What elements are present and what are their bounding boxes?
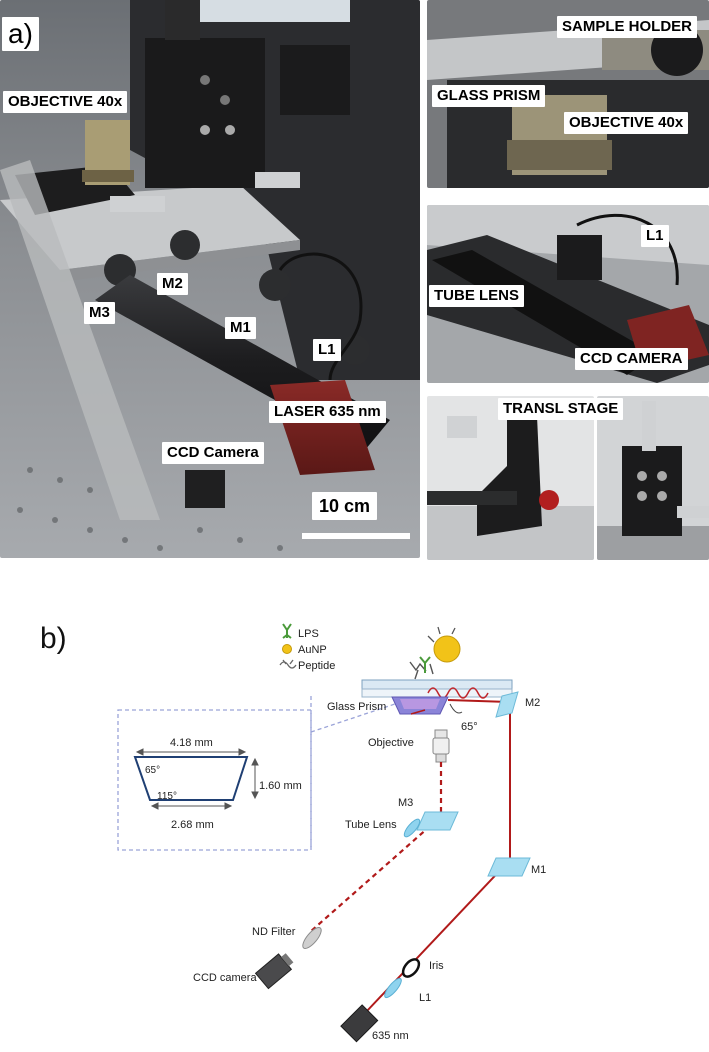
- nd-filter-optic: [302, 927, 322, 949]
- photo-label-m2: M2: [157, 273, 188, 295]
- inset-bottom-left-illustration: [427, 396, 594, 560]
- photo-label-objective: OBJECTIVE 40x: [3, 91, 128, 113]
- inset-bottom-right-illustration: [597, 396, 709, 560]
- panel-b-letter: b): [40, 622, 67, 655]
- label-m3: M3: [398, 797, 414, 809]
- inset-top-illustration: [427, 0, 709, 188]
- photo-label-m3: M3: [84, 302, 115, 324]
- angle-arc: [449, 703, 463, 714]
- inset-photo-stage-left: [427, 396, 594, 560]
- legend-lps: LPS: [298, 628, 319, 640]
- aunp-icon: [282, 644, 292, 654]
- dim-angle-top: 65°: [145, 765, 161, 776]
- photo-scale-label: 10 cm: [312, 492, 378, 520]
- inset-label-sample-holder: SAMPLE HOLDER: [557, 16, 698, 38]
- photo-a-panel-letter: a): [2, 17, 39, 51]
- photo-label-laser: LASER 635 nm: [269, 401, 386, 423]
- label-m1: M1: [531, 864, 547, 876]
- mirror-m1: [487, 857, 531, 877]
- inset-label-transl-stage: TRANSL STAGE: [498, 398, 624, 420]
- sample-slide: [361, 679, 513, 690]
- dim-top: 4.18 mm: [170, 737, 213, 749]
- label-objective: Objective: [368, 737, 414, 749]
- dim-bottom: 2.68 mm: [171, 819, 214, 831]
- peptide-icon: [279, 659, 297, 669]
- label-nd-filter: ND Filter: [252, 926, 296, 938]
- ccd-camera-icon: [254, 953, 294, 990]
- iris-optic: [401, 958, 421, 978]
- label-angle: 65°: [461, 721, 478, 733]
- label-iris: Iris: [429, 960, 444, 972]
- lps-icon: [282, 623, 292, 639]
- prism-cross-section: [133, 756, 249, 801]
- mirror-m2: [495, 691, 519, 718]
- photo-label-m1: M1: [225, 317, 256, 339]
- inset-label-ccd-camera: CCD CAMERA: [575, 348, 688, 370]
- lens-l1-optic: [384, 977, 402, 999]
- label-laser: 635 nm: [372, 1030, 409, 1042]
- laser-source-icon: [340, 1004, 379, 1043]
- optical-setup-diagram: [117, 623, 531, 1043]
- photo-label-ccd: CCD Camera: [162, 442, 264, 464]
- inset-label-objective: OBJECTIVE 40x: [564, 112, 689, 134]
- main-photo-illustration: [0, 0, 420, 558]
- mirror-m3: [416, 811, 459, 831]
- photo-label-l1: L1: [313, 339, 341, 361]
- inset-label-glass-prism: GLASS PRISM: [432, 85, 546, 107]
- inset-label-l1: L1: [641, 225, 669, 247]
- label-ccd-camera: CCD camera: [193, 972, 257, 984]
- dim-height: 1.60 mm: [259, 780, 302, 792]
- legend-aunp: AuNP: [298, 644, 327, 656]
- label-m2: M2: [525, 697, 541, 709]
- inset-photo-sample-holder: SAMPLE HOLDER GLASS PRISM OBJECTIVE 40x: [427, 0, 709, 188]
- label-l1: L1: [419, 992, 432, 1004]
- excitation-beam-upper: [447, 699, 511, 703]
- inset-label-tube-lens: TUBE LENS: [429, 285, 525, 307]
- photo-scale-bar: [302, 533, 410, 539]
- reflected-beam: [410, 709, 426, 715]
- legend-peptide: Peptide: [298, 660, 336, 672]
- label-glass-prism: Glass Prism: [327, 701, 387, 713]
- detection-path-diagonal: [309, 819, 438, 933]
- dim-angle-bottom: 115°: [157, 791, 177, 802]
- label-tube-lens: Tube Lens: [345, 819, 397, 831]
- tube-lens-optic: [403, 818, 421, 838]
- objective-icon: [432, 729, 450, 763]
- main-setup-photo: a) OBJECTIVE 40x M2 M3 M1 L1 LASER 635 n…: [0, 0, 420, 558]
- inset-photo-tube-lens: L1 TUBE LENS CCD CAMERA: [427, 205, 709, 383]
- evanescent-wave: [427, 687, 489, 699]
- inset-photo-stage-right: [597, 396, 709, 560]
- sample-molecules: [409, 626, 461, 680]
